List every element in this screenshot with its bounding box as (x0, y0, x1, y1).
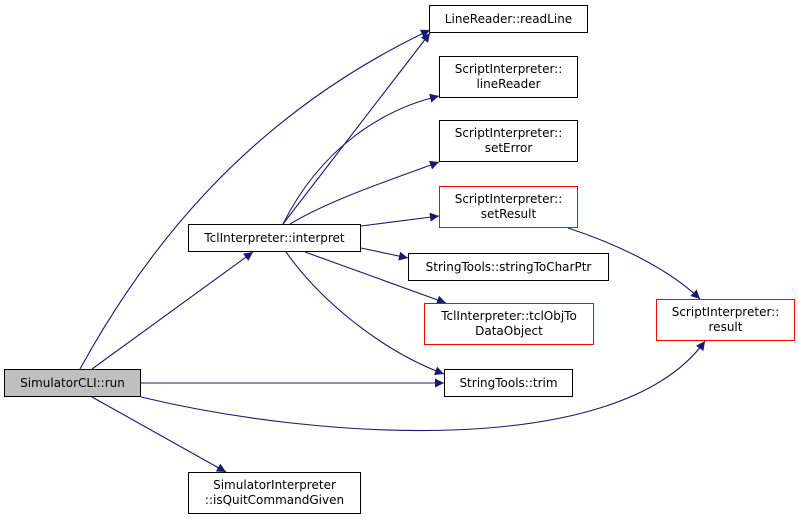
node-label-line: ::isQuitCommandGiven (204, 493, 345, 507)
node-scriptinterpreter-linereader[interactable]: ScriptInterpreter:: lineReader (439, 56, 578, 98)
node-stringtools-trim[interactable]: StringTools::trim (444, 369, 573, 397)
edge-simulatorcli-run-to-scriptinterpreter-result (140, 340, 706, 431)
node-label-line: setResult (480, 207, 537, 221)
node-label-line: ScriptInterpreter:: (454, 62, 563, 76)
node-label-line: TclInterpreter::interpret (204, 230, 345, 245)
node-simulatorcli-run: SimulatorCLI::run (4, 369, 141, 397)
node-scriptinterpreter-setresult[interactable]: ScriptInterpreter:: setResult (439, 186, 578, 228)
edge-tclinterpreter-interpret-to-scriptinterpreter-linereader (282, 93, 440, 225)
node-tclinterpreter-tclobjtodataobject[interactable]: TclInterpreter::tclObjTo DataObject (424, 303, 594, 345)
edge-tclinterpreter-interpret-to-tclinterpreter-tclobjtodataobject (304, 251, 447, 305)
node-label-line: ScriptInterpreter:: (671, 305, 780, 319)
edge-simulatorcli-run-to-tclinterpreter-interpret (91, 251, 254, 370)
node-label-line: DataObject (475, 324, 543, 338)
node-stringtools-stringtocharptr[interactable]: StringTools::stringToCharPtr (408, 253, 609, 281)
edge-tclinterpreter-interpret-to-stringtools-stringtocharptr (360, 247, 409, 261)
edge-tclinterpreter-interpret-to-linereader-readline (282, 32, 431, 225)
edge-tclinterpreter-interpret-to-scriptinterpreter-seterror (289, 160, 440, 225)
node-simulatorinterpreter-isquitcommandgiven[interactable]: SimulatorInterpreter ::isQuitCommandGive… (188, 472, 361, 514)
node-label-line: LineReader::readLine (444, 11, 573, 26)
edge-simulatorcli-run-to-simulatorinterpreter-isquit (91, 396, 227, 473)
node-label-line: StringTools::stringToCharPtr (425, 259, 592, 274)
edge-simulatorcli-run-to-linereader-readline (79, 29, 431, 370)
edge-scriptinterpreter-setresult-to-scriptinterpreter-result (567, 227, 701, 300)
node-label-line: ScriptInterpreter:: (454, 192, 563, 206)
node-scriptinterpreter-seterror[interactable]: ScriptInterpreter:: setError (439, 120, 578, 162)
edge-tclinterpreter-interpret-to-scriptinterpreter-setresult (360, 212, 440, 227)
edge-tclinterpreter-interpret-to-stringtools-trim (285, 251, 445, 376)
node-label-line: StringTools::trim (459, 375, 558, 390)
node-label-line: setError (484, 141, 533, 155)
node-scriptinterpreter-result[interactable]: ScriptInterpreter:: result (656, 299, 795, 341)
node-tclinterpreter-interpret[interactable]: TclInterpreter::interpret (188, 224, 361, 252)
node-label-line: TclInterpreter::tclObjTo (441, 309, 577, 323)
node-label-line: ScriptInterpreter:: (454, 126, 563, 140)
node-label-line: SimulatorInterpreter (213, 478, 336, 492)
node-label-line: result (708, 320, 743, 334)
node-label-line: lineReader (476, 77, 541, 91)
node-label-line: SimulatorCLI::run (20, 375, 125, 390)
node-linereader-readline[interactable]: LineReader::readLine (429, 5, 588, 33)
